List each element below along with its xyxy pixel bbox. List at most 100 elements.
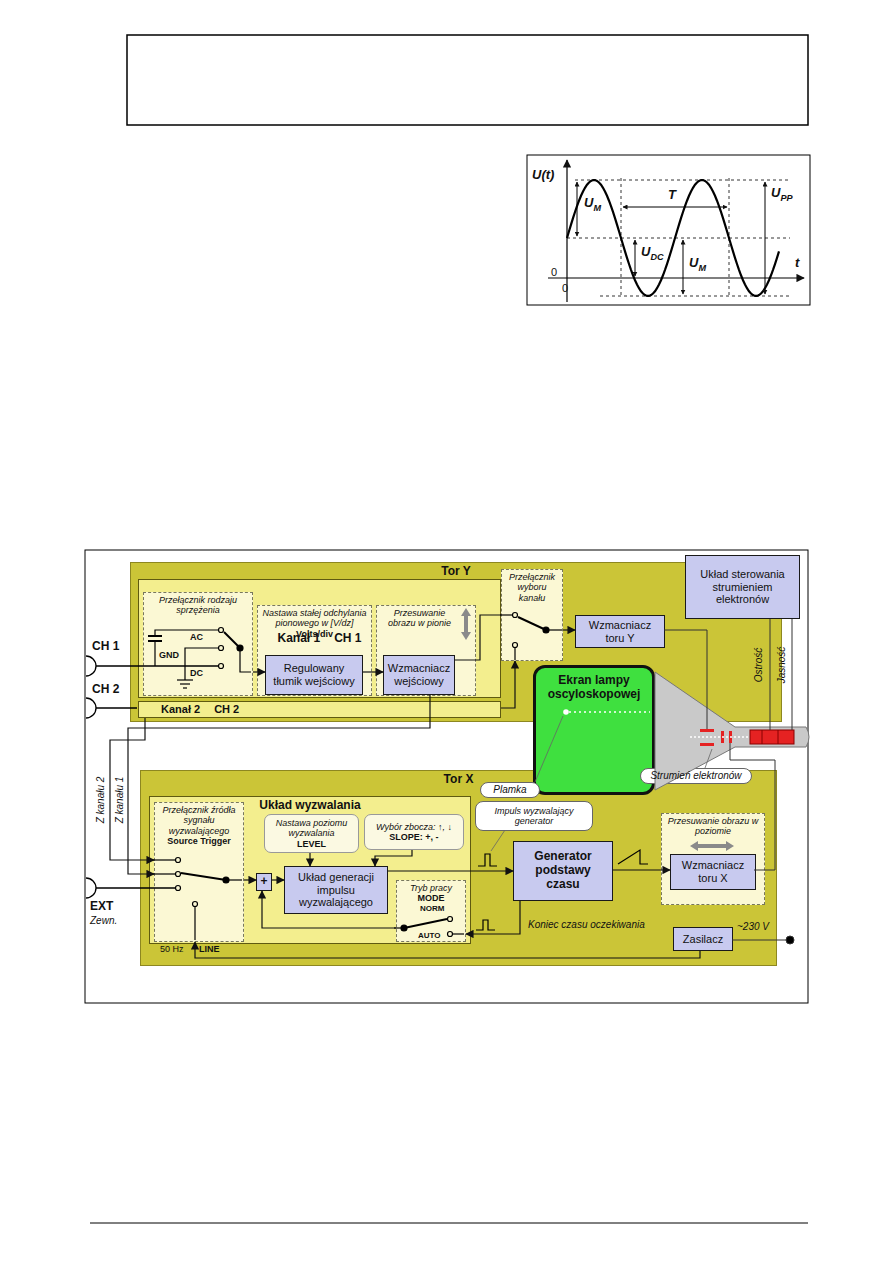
signal-arrow (563, 629, 575, 630)
trigger-source-switch (181, 873, 226, 880)
leader-lines (491, 716, 712, 851)
signal-arrow (244, 879, 256, 880)
voltage-symbol: UPP (771, 186, 793, 203)
node-title: Tor Y (441, 565, 471, 579)
callout-bubble: Plamka (480, 782, 540, 798)
coupling-switch (237, 645, 243, 651)
coupling-switch (177, 679, 193, 680)
signal-label: U(t) (532, 168, 554, 182)
trigger-source-switch (176, 858, 181, 863)
node-title: Układ wyzwalania (259, 799, 360, 813)
signal-label: GND (159, 651, 179, 661)
leader-lines (535, 716, 563, 782)
signal-label: CH 1 (92, 640, 119, 653)
node-title: Kanał 2 (161, 703, 200, 716)
deflection-wires (786, 936, 794, 944)
signal-arrow (309, 853, 310, 866)
coupling-switch (219, 628, 224, 633)
switch-panel: Przełącznik rodzaju sprzężenia (143, 592, 253, 696)
node-title: Zasilacz (683, 933, 723, 946)
input-connectors (86, 878, 96, 898)
crt-tube (700, 743, 714, 746)
node-title: Tor X (444, 773, 474, 787)
crt-tube (563, 672, 809, 790)
node-title: + (260, 875, 267, 889)
node-title: Strumień elektronów (650, 770, 741, 782)
channel-switch (518, 617, 546, 630)
trigger-source-switch (176, 872, 181, 877)
switch-panel: Przełącznik źródła sygnału wyzwalającego… (154, 802, 244, 942)
subscript: M (698, 263, 706, 273)
node-title: Generator podstawy czasu (517, 850, 609, 891)
voltage-symbol: UDC (641, 245, 664, 262)
trigger-source-switch (194, 907, 195, 940)
trigger-source-switch (152, 858, 242, 941)
coupling-switch (180, 683, 190, 684)
waveform-chart (765, 182, 766, 294)
trigger-panel: Układ wyzwalania Przełącznik źródła sygna… (149, 796, 471, 944)
signal-label: 0 (562, 282, 568, 294)
subscript: M (593, 203, 601, 213)
crt-tube (762, 730, 763, 744)
channel-switch (513, 613, 518, 618)
signal-label: AC (190, 633, 203, 643)
input-connectors (96, 887, 175, 888)
wire-label: Z kanału 2 (95, 777, 106, 824)
coupling-switch (185, 648, 218, 680)
waveform-chart (623, 207, 727, 208)
crt-tube (721, 731, 724, 743)
node-subtitle: LEVEL (297, 839, 326, 849)
subscript: PP (780, 193, 792, 203)
deflection-wires (770, 619, 771, 730)
channel-switch (513, 643, 518, 648)
node-title: Nastawa poziomu wyzwalania (268, 818, 355, 839)
coupling-switch (148, 640, 162, 642)
voltage-symbol: UM (584, 196, 601, 213)
setting-panel: Przesuwanie obrazu w poziomieWzmacniacz … (661, 813, 765, 905)
waveform-chart (548, 277, 804, 278)
signal-arrow (375, 850, 412, 866)
crt-tube (729, 731, 732, 743)
block-box: Układ sterowania strumieniem elektronów (685, 555, 800, 619)
block-box: Wzmacniacz wejściowy (383, 655, 455, 695)
signal-arrow (128, 695, 430, 874)
callout-bubble: Strumień elektronów (640, 768, 752, 784)
node-title: Wzmacniacz toru Y (579, 619, 661, 644)
subscript: DC (650, 252, 663, 262)
node-subtitle: CH 1 (334, 632, 361, 646)
setting-bubble: Nastawa poziomu wyzwalaniaLEVEL (264, 814, 359, 853)
input-connectors (96, 665, 218, 666)
signal-label: t (795, 256, 799, 270)
node-title: Układ sterowania strumieniem elektronów (689, 568, 796, 606)
node-title: Przełącznik wyboru kanału (505, 572, 559, 603)
channel-switch (546, 629, 562, 630)
mode-switch (401, 925, 407, 931)
coupling-switch (219, 664, 224, 669)
deflection-wires (732, 940, 790, 941)
crt-tube (690, 736, 750, 738)
crt-tube (778, 730, 779, 744)
deflection-wires (664, 630, 707, 729)
block-box: Zasilacz (673, 927, 733, 951)
edge-label: Koniec czasu oczekiwania (528, 919, 645, 930)
crt-tube (700, 729, 714, 732)
channel-switch (514, 648, 515, 660)
signal-label: AUTO (418, 932, 441, 941)
trigger-source-switch (176, 886, 181, 891)
node-title: Przełącznik rodzaju sprzężenia (147, 595, 249, 616)
deflection-wires (792, 619, 793, 730)
wire-label: Z kanału 1 (114, 777, 125, 824)
mode-switch (448, 932, 453, 937)
crt-tube (569, 711, 650, 713)
channel-switch (543, 627, 549, 633)
trigger-source-switch (226, 879, 242, 880)
input-connectors (86, 656, 218, 898)
node-subtitle: MODE (418, 893, 445, 903)
node-title: Nastawa stałej odchylania pionowego w [V… (261, 608, 368, 629)
setting-panel: Nastawa stałej odchylania pionowego w [V… (257, 605, 372, 696)
mode-switch (448, 917, 453, 922)
coupling-switch (155, 630, 218, 636)
waveform-chart (575, 180, 790, 181)
waveform-chart (600, 296, 790, 297)
